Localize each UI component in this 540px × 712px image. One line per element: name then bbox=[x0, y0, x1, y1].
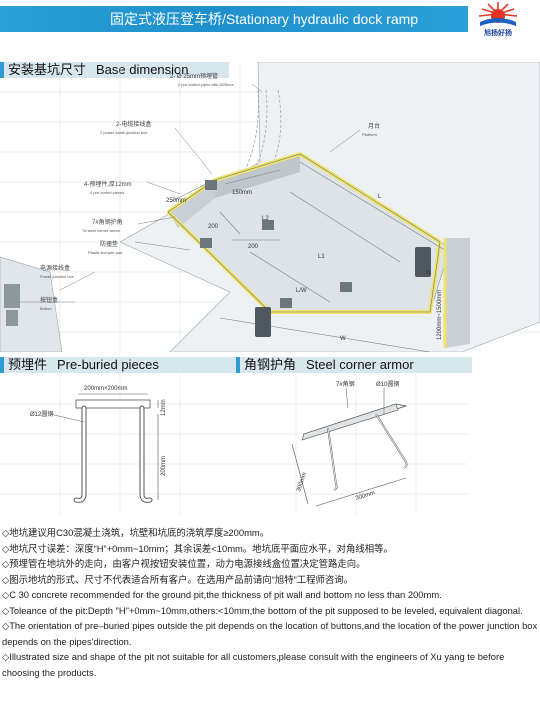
base-dimension-figure: 2- Ø 25mm预埋管 2 pre-buried pipes with Ø25… bbox=[0, 62, 540, 352]
dim-l2: L2 bbox=[262, 216, 269, 222]
label-preburied-pipe-cn: 2- Ø 25mm预埋管 bbox=[170, 72, 218, 80]
corner-armor-figure: 7#角钢 Ø10圆钢 300mm 300mm bbox=[236, 374, 468, 514]
label-pipe12-en: 4 pre-buried pieces bbox=[90, 190, 124, 195]
base-title-en: Base dimension bbox=[96, 62, 189, 77]
corner-armor-header: 角钢护角 Steel corner armor bbox=[236, 357, 472, 373]
note-4: ◇图示地坑的形式、尺寸不代表适合所有客户。在选用产品前请向“旭特”工程师咨询。 bbox=[2, 573, 353, 585]
label-button-en: Button bbox=[40, 306, 52, 311]
note-6: ◇Toleance of the pit:Depth "H"+0mm~10mm,… bbox=[2, 604, 523, 616]
label-junction-cn: 2-电缆接线盒 bbox=[116, 120, 151, 128]
preburied-title-en: Pre-buried pieces bbox=[57, 357, 159, 372]
note-5: ◇C 30 concrete recommended for the groun… bbox=[2, 589, 442, 600]
label-pipe12-cn: 4-预埋件,厚12mm bbox=[84, 180, 132, 188]
note-2: ◇地坑尺寸误差：深度“H”+0mm~10mm；其余误差<10mm。地坑底平面应水… bbox=[2, 542, 393, 554]
page-title: 固定式液压登车桥/Stationary hydraulic dock ramp bbox=[110, 11, 419, 27]
base-dimension-header: 安装基坑尺寸 Base dimension bbox=[0, 62, 229, 78]
preburied-figure: 200mm×200mm 12mm 200mm Ø12圆钢 bbox=[0, 374, 236, 514]
preburied-title-cn: 预埋件 bbox=[8, 357, 48, 372]
corner-bar: Ø10圆钢 bbox=[376, 380, 399, 388]
label-bumper-en: Plastic bumper pad bbox=[88, 250, 122, 255]
label-platform-cn: 月台 bbox=[368, 122, 380, 130]
dim-h: H bbox=[426, 270, 430, 276]
dim-l: L bbox=[378, 194, 382, 200]
preburied-dim-top: 200mm×200mm bbox=[84, 386, 128, 392]
dim-200b: 200 bbox=[248, 244, 259, 250]
label-platform-en: Platform bbox=[362, 132, 378, 137]
label-junction-en: 2 power cable junction box bbox=[100, 130, 147, 135]
note-8: ◇Illustrated size and shape of the pit n… bbox=[2, 651, 505, 678]
dim-250: 250mm bbox=[166, 198, 186, 204]
dim-l1: L1 bbox=[318, 254, 325, 260]
label-bumper-cn: 防撞垫 bbox=[100, 240, 118, 248]
label-steel-cn: 7#角钢护角 bbox=[92, 218, 123, 226]
logo-text: 旭扬好扬 bbox=[484, 30, 512, 37]
preburied-dim-height: 200mm bbox=[161, 456, 167, 476]
title-bar: 固定式液压登车桥/Stationary hydraulic dock ramp bbox=[0, 6, 468, 32]
corner-angle: 7#角钢 bbox=[336, 380, 355, 388]
sun-logo-icon bbox=[478, 2, 518, 26]
preburied-bar: Ø12圆钢 bbox=[30, 410, 53, 418]
preburied-dim-thick: 12mm bbox=[161, 399, 167, 416]
corner-dim-b: 300mm bbox=[355, 490, 376, 502]
note-7: ◇The orientation of pre–buried pipes out… bbox=[2, 620, 538, 647]
dim-height: 1200mm~1500mm bbox=[437, 290, 443, 340]
label-button-cn: 按钮盒 bbox=[40, 296, 58, 304]
preburied-header: 预埋件 Pre-buried pieces bbox=[0, 357, 240, 373]
label-preburied-pipe-en: 2 pre-buried pipes with Ø25mm bbox=[178, 82, 234, 87]
note-1: ◇地坑建议用C30混凝土浇筑，坑壁和坑底的浇筑厚度≥200mm。 bbox=[2, 527, 270, 538]
corner-title-en: Steel corner armor bbox=[306, 357, 414, 372]
note-3: ◇预埋管在地坑外的走向，由客户视按钮安装位置，动力电源接线盒位置决定管路走向。 bbox=[2, 558, 366, 569]
dim-w: W bbox=[340, 336, 346, 342]
label-steel-en: 7# steel corner armor bbox=[82, 228, 121, 233]
label-power-cn: 电源接线盒 bbox=[40, 264, 70, 272]
dim-200a: 200 bbox=[208, 224, 219, 230]
corner-dim-a: 300mm bbox=[296, 472, 308, 493]
base-title-cn: 安装基坑尺寸 bbox=[8, 62, 87, 77]
label-power-en: Power junction box bbox=[40, 274, 74, 279]
page-header: 固定式液压登车桥/Stationary hydraulic dock ramp … bbox=[0, 0, 540, 40]
corner-title-cn: 角钢护角 bbox=[244, 357, 297, 372]
dim-150: 150mm bbox=[232, 190, 252, 196]
install-notes: ◇地坑建议用C30混凝土浇筑，坑壁和坑底的浇筑厚度≥200mm。 ◇地坑尺寸误差… bbox=[2, 525, 538, 680]
dim-lw: L/W bbox=[296, 288, 307, 294]
